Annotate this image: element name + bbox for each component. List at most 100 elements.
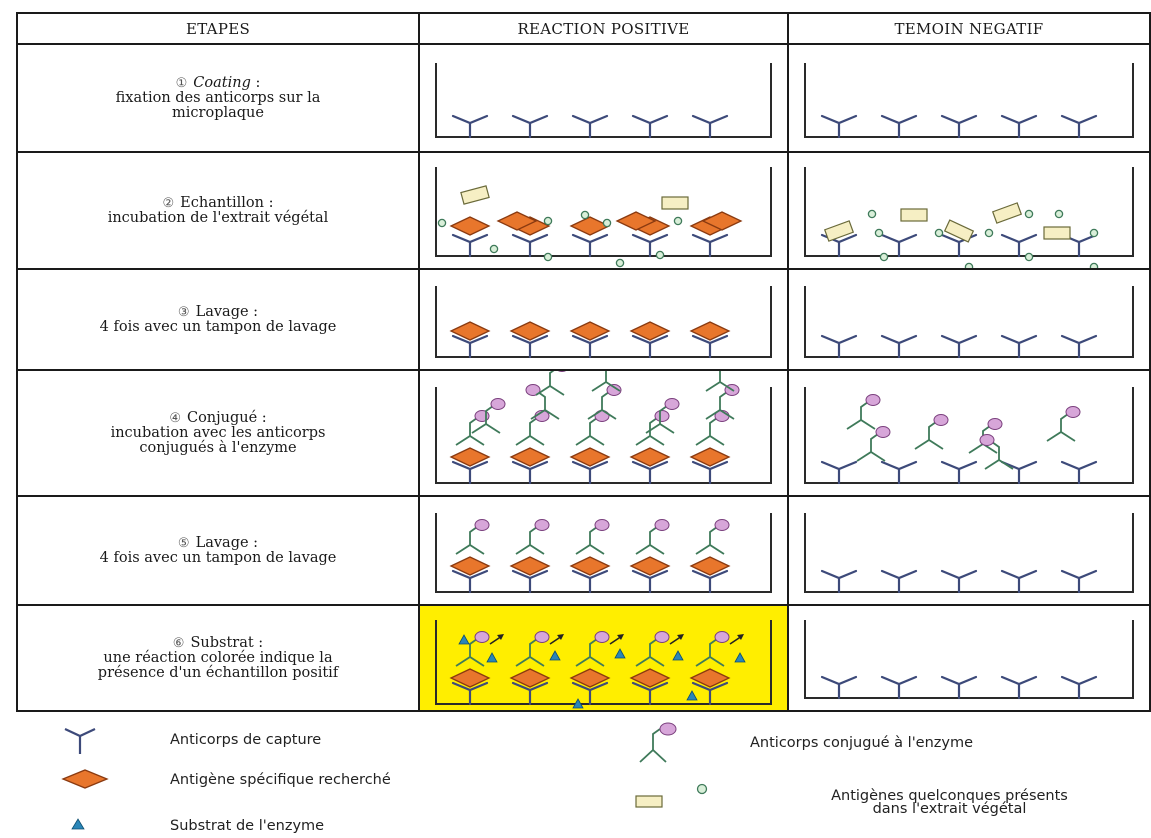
capture-antibody-icon xyxy=(691,681,729,706)
step-6-title-line: ⑥ Substrat : xyxy=(172,634,264,651)
step-6-number: ⑥ xyxy=(172,635,185,651)
small-antigen-icon xyxy=(1054,209,1064,219)
step-1-title: Coating xyxy=(193,74,251,91)
legend-substrate: Substrat de l'enzyme xyxy=(170,818,325,834)
conjugate-antibody-icon xyxy=(455,519,490,555)
small-antigen-icon xyxy=(984,228,994,238)
capture-antibody-icon xyxy=(940,334,978,359)
well-drawing xyxy=(804,513,1134,594)
well-drawing xyxy=(435,620,772,709)
capture-antibody-icon xyxy=(1000,114,1038,139)
step-4-suffix: : xyxy=(257,409,267,426)
specific-antigen-icon xyxy=(689,668,731,688)
substrate-icon xyxy=(672,650,684,661)
capture-antibody-icon xyxy=(64,728,96,754)
step-6-suffix: : xyxy=(253,634,264,651)
capture-antibody-icon xyxy=(631,460,669,485)
conjugate-antibody-icon xyxy=(856,426,891,462)
capture-antibody-icon xyxy=(451,460,489,485)
capture-antibody-icon xyxy=(880,114,918,139)
header-etapes: ETAPES xyxy=(16,12,420,45)
conjugate-antibody-icon xyxy=(587,384,622,420)
microplate-well xyxy=(804,286,1134,358)
step-5-title: Lavage xyxy=(195,534,249,551)
specific-antigen-icon xyxy=(569,216,611,236)
step-4-desc-2: conjugués à l'enzyme xyxy=(139,439,297,456)
small-antigen-icon xyxy=(874,228,884,238)
capture-antibody-icon xyxy=(1060,675,1098,700)
positive-step-5-well xyxy=(418,495,789,606)
capture-antibody-icon xyxy=(511,334,549,359)
step-3-suffix: : xyxy=(248,303,259,320)
header-reaction-positive-label: REACTION POSITIVE xyxy=(517,19,690,38)
capture-antibody-icon xyxy=(880,675,918,700)
legend-other-antigens-line-1: Antigènes quelconques présents xyxy=(831,788,1068,804)
step-6-title: Substrat xyxy=(190,634,254,651)
reaction-arrow-icon xyxy=(609,634,624,645)
capture-antibody-icon xyxy=(691,334,729,359)
capture-antibody-icon xyxy=(511,233,549,258)
substrate-icon xyxy=(458,634,470,645)
small-antigen-icon xyxy=(934,228,944,238)
step-4-desc-1: incubation avec les anticorps xyxy=(110,424,326,441)
capture-antibody-icon xyxy=(1060,334,1098,359)
conjugate-antibody-icon xyxy=(695,631,730,667)
capture-antibody-icon xyxy=(631,334,669,359)
specific-antigen-icon xyxy=(689,321,731,341)
conjugate-antibody-icon xyxy=(535,371,567,396)
conjugate-antibody-icon xyxy=(575,519,610,555)
specific-antigen-icon xyxy=(509,556,551,576)
positive-step-4-well xyxy=(418,369,789,497)
well-drawing xyxy=(435,371,772,485)
step-2-number: ② xyxy=(162,195,175,211)
other-antigen-icon xyxy=(991,202,1023,224)
substrate-icon xyxy=(734,652,746,663)
small-antigen-icon xyxy=(580,210,590,220)
specific-antigen-icon xyxy=(569,556,611,576)
capture-antibody-icon xyxy=(451,233,489,258)
other-antigen-icon xyxy=(943,219,975,243)
microplate-well xyxy=(435,620,772,705)
specific-antigen-icon xyxy=(629,447,671,467)
step-3-number: ③ xyxy=(177,304,190,320)
substrate-icon xyxy=(686,690,698,701)
small-antigen-icon xyxy=(1024,209,1034,219)
legend-conjugate: Anticorps conjugué à l'enzyme xyxy=(750,735,974,751)
negative-step-3-well xyxy=(787,268,1151,371)
other-antigen-icon xyxy=(900,208,928,222)
conjugate-antibody-icon xyxy=(525,384,560,420)
specific-antigen-icon xyxy=(629,668,671,688)
capture-antibody-icon xyxy=(940,675,978,700)
conjugate-antibody-icon xyxy=(515,631,550,667)
capture-antibody-icon xyxy=(451,681,489,706)
negative-step-5-well xyxy=(787,495,1151,606)
small-antigen-icon xyxy=(489,244,499,254)
step-2-desc-1: incubation de l'extrait végétal xyxy=(107,209,329,226)
specific-antigen-icon xyxy=(509,447,551,467)
small-antigen-icon xyxy=(437,218,447,228)
conjugate-antibody-icon xyxy=(695,519,730,555)
specific-antigen-icon xyxy=(449,556,491,576)
other-antigens-icon xyxy=(635,783,708,808)
capture-antibody-icon xyxy=(571,460,609,485)
capture-antibody-icon xyxy=(571,681,609,706)
well-drawing xyxy=(435,513,772,594)
capture-antibody-icon xyxy=(820,569,858,594)
conjugate-antibody-icon xyxy=(846,394,881,430)
specific-antigen-icon xyxy=(569,447,611,467)
capture-antibody-icon xyxy=(880,460,918,485)
conjugate-antibody-icon xyxy=(979,434,1014,470)
specific-antigen-icon xyxy=(449,447,491,467)
small-antigen-icon xyxy=(543,216,553,226)
header-etapes-label: ETAPES xyxy=(185,19,251,38)
positive-step-1-well xyxy=(418,43,789,153)
conjugate-antibody-icon xyxy=(645,398,680,434)
conjugate-antibody-icon xyxy=(635,410,670,446)
capture-antibody-icon xyxy=(940,114,978,139)
well-drawing xyxy=(804,387,1134,485)
small-antigen-icon xyxy=(673,216,683,226)
